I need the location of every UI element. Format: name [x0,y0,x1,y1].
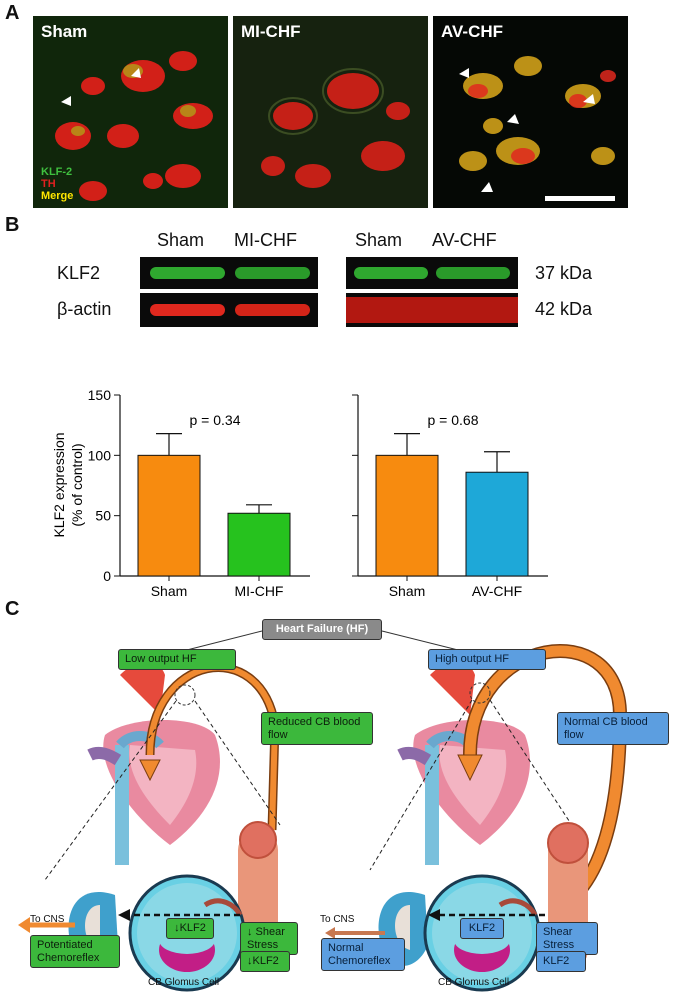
panel-letter-b: B [5,214,20,236]
panel-letter-a: A [5,2,20,24]
blot-row-label-actin: β-actin [57,299,112,319]
micrograph-label: AV-CHF [441,22,504,41]
left-glomus-cell-label: CB Glomus Cell [148,977,220,988]
micrograph-av-chf: AV-CHF [433,16,628,208]
legend-merge: Merge [41,190,74,202]
y-axis-label: KLF2 expression [51,432,67,537]
micrograph-av-chf-image [433,16,628,208]
micrograph-mi-chf: MI-CHF [233,16,428,208]
blot-strip-actin-right [346,293,518,327]
reduced-flow-box: Reduced CB blood flow [261,712,373,746]
x-tick-label: MI-CHF [235,583,284,599]
blot-band [436,267,510,279]
x-tick-label: AV-CHF [472,583,522,599]
high-output-hf-box: High output HF [428,649,546,670]
right-glomus-cell-label: CB Glomus Cell [438,977,510,988]
low-output-hf-box: Low output HF [118,649,236,670]
x-tick-label: Sham [389,583,426,599]
left-to-cns-label: To CNS [30,914,65,925]
legend-th: TH [41,178,56,190]
p-value-annotation: p = 0.34 [190,412,241,428]
blot-header-sham-right: Sham [355,230,403,250]
left-shear-stress-box: ↓ Shear Stress [240,922,298,956]
x-tick-label: Sham [151,583,188,599]
micrograph-sham-image [33,16,228,208]
blot-header-av-chf: AV-CHF [432,230,497,250]
panel-letter-c: C [5,598,20,620]
blot-band [235,267,310,279]
normal-flow-box: Normal CB blood flow [557,712,669,746]
micrograph-sham: Sham KLF-2 TH Merge [33,16,228,208]
blot-kda-actin: 42 kDa [535,299,593,319]
left-vessel-klf2-box: ↓KLF2 [240,951,290,972]
bar [227,512,291,577]
y-tick-label: 0 [103,568,111,584]
bar [375,454,439,577]
blot-strip-klf2-right [346,257,518,289]
right-to-cns-label: To CNS [320,914,355,925]
right-nucleus-klf2-box: KLF2 [460,918,504,939]
blot-strip-klf2-left [140,257,318,289]
y-axis-label-units: (% of control) [69,443,85,526]
bar [465,471,529,577]
right-heart-illustration [397,661,530,865]
blot-header-mi-chf: MI-CHF [234,230,297,250]
blot-row-label-klf2: KLF2 [57,263,101,283]
micrograph-label: Sham [41,22,88,41]
blot-strip-actin-left [140,293,318,327]
right-vessel-klf2-box: KLF2 [536,951,586,972]
blot-band [354,267,428,279]
blot-band [150,267,225,279]
blot-kda-klf2: 37 kDa [535,263,593,283]
blot-band [235,304,310,316]
blot-band [150,304,225,316]
p-value-annotation: p = 0.68 [428,412,479,428]
legend-klf2: KLF-2 [41,166,73,178]
root-heart-failure-box: Heart Failure (HF) [262,619,382,640]
y-tick-label: 50 [95,508,111,524]
normal-chemoreflex-box: Normal Chemoreflex [321,938,405,972]
micrograph-mi-chf-image [233,16,428,208]
bar [137,454,201,577]
potentiated-chemoreflex-box: Potentiated Chemoreflex [30,935,120,969]
left-heart-illustration [87,661,220,865]
blot-header-sham-left: Sham [157,230,205,250]
blot-band [346,297,518,323]
y-tick-label: 150 [88,387,112,403]
chart-av-chf: Sham AV-CHF p = 0.68 [352,394,548,599]
right-shear-stress-box: Shear Stress [536,922,598,956]
y-tick-label: 100 [88,447,112,463]
micrograph-label: MI-CHF [241,22,301,41]
left-nucleus-klf2-box: ↓KLF2 [166,918,214,939]
